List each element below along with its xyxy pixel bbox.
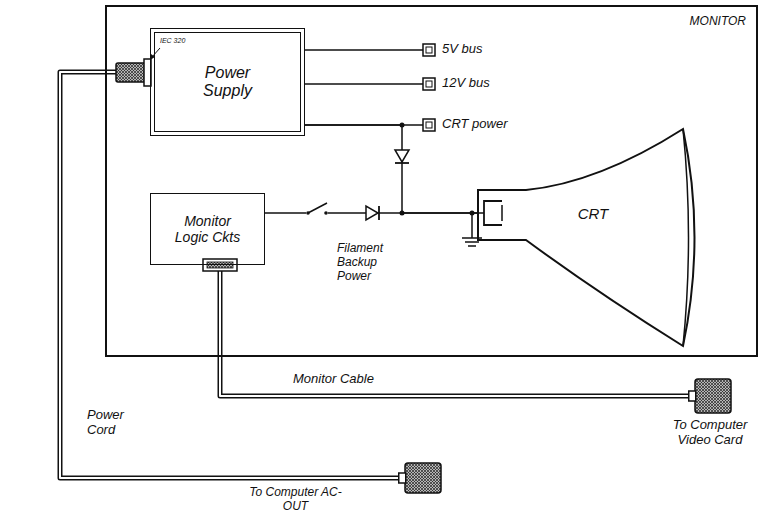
terminal-label: 5V bus <box>441 42 483 57</box>
diode-symbol <box>395 150 409 162</box>
terminal-symbol <box>426 81 432 87</box>
12v-wire <box>305 83 423 85</box>
cable-connector <box>203 259 237 271</box>
text-group: CRT <box>573 205 613 222</box>
monitor-housing: MONITOR Power SupplyCRT Monitor Logic Ckts <box>105 5 758 357</box>
ground-symbol <box>468 245 476 247</box>
logic-circuit-box: Monitor Logic Ckts <box>150 193 265 265</box>
diode-symbol <box>366 206 378 220</box>
text-group: To Computer AC-OUT <box>248 486 343 514</box>
plug-strain-relief <box>399 473 406 483</box>
plug-body <box>405 463 441 493</box>
diode-symbol <box>378 206 380 220</box>
node-label: MONITOR <box>690 15 746 29</box>
terminal-symbol <box>423 119 435 131</box>
diode-symbol <box>395 162 409 164</box>
crt-outline <box>478 125 708 350</box>
cable-label: Power Cord <box>86 408 140 438</box>
node-label: To Computer Video Card <box>670 418 750 448</box>
crt-tube: CRT <box>478 125 708 350</box>
switch-symbol <box>308 203 327 213</box>
terminal-symbol <box>423 78 435 90</box>
ac-plug: To Computer AC-OUT <box>398 462 442 494</box>
terminal-symbol <box>426 47 432 53</box>
plug-symbol <box>688 378 732 414</box>
junction-dot <box>470 211 475 216</box>
node-label: CRT <box>573 205 613 222</box>
switch-symbol <box>324 211 328 215</box>
terminal-label: 12V bus <box>441 76 491 91</box>
video-plug: To Computer Video Card <box>688 378 732 414</box>
plug-strain-relief <box>689 391 696 401</box>
crt-screen <box>683 129 689 346</box>
plug-symbol <box>398 462 442 494</box>
power-wire <box>305 125 478 213</box>
part-name: IEC 320 <box>159 37 186 45</box>
ground-wire <box>471 213 473 238</box>
switch-label: Filament Backup Power <box>336 242 400 283</box>
cable-label: Monitor Cable <box>292 372 375 387</box>
power-plug <box>116 63 146 82</box>
node-label: To Computer AC-OUT <box>248 486 343 514</box>
terminal-label: CRT power <box>441 117 509 132</box>
node-label: Power Supply <box>193 64 263 101</box>
text-group: Power Supply <box>193 64 263 101</box>
crt-outline <box>478 129 695 346</box>
node-label: Monitor Logic Ckts <box>168 213 248 245</box>
terminal-symbol <box>423 44 435 56</box>
ground-symbol <box>465 241 479 243</box>
crt-socket <box>501 205 503 221</box>
monitor-cable <box>220 265 688 396</box>
junction-dot <box>400 211 405 216</box>
text-group: MONITOR <box>690 15 746 29</box>
5v-wire <box>305 49 423 51</box>
text-group: To Computer Video Card <box>670 418 750 448</box>
terminal-symbol <box>426 122 432 128</box>
text-group: Monitor Logic Ckts <box>168 213 248 245</box>
junction-dot <box>400 123 405 128</box>
cable-core <box>220 265 688 396</box>
plug-body <box>695 379 731 413</box>
cable-connector <box>207 262 233 268</box>
crt-socket <box>484 201 502 225</box>
